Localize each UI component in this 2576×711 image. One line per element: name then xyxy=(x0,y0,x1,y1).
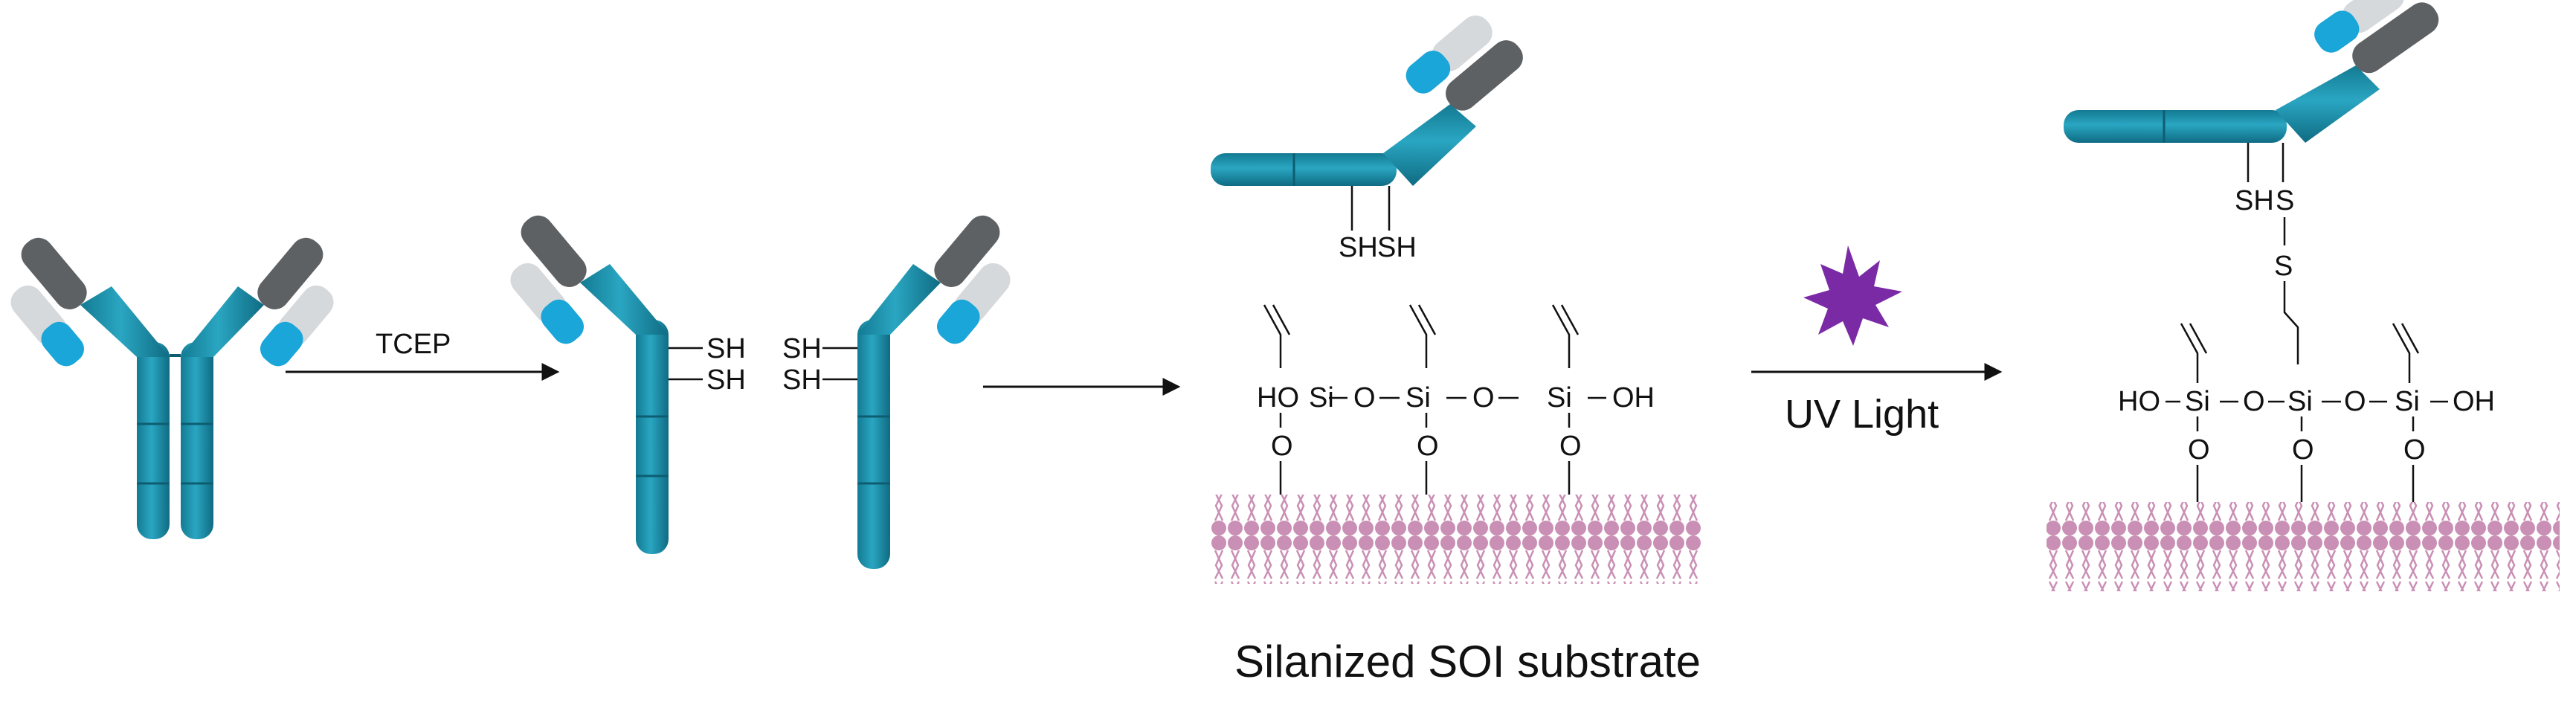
heavy-chain-arm-left xyxy=(80,286,170,357)
sh-label: SH xyxy=(2235,185,2274,216)
sh-label: SH xyxy=(1339,232,1378,263)
o-label: O xyxy=(2243,386,2265,417)
o-label: O xyxy=(1472,382,1495,414)
sh-label: SH xyxy=(1377,232,1417,263)
oh-label: OH xyxy=(1612,382,1655,414)
heavy-chain-stem-right xyxy=(181,342,213,539)
soi-substrate-membrane xyxy=(1211,495,1701,584)
soi-substrate-membrane xyxy=(2047,502,2560,591)
fab-fragment-before: SH SH xyxy=(1211,15,1523,263)
si-label: Si xyxy=(1547,382,1572,414)
half-antibody-left: SH SH xyxy=(510,215,746,554)
fab-fragment-after: SH S S xyxy=(2064,0,2439,364)
uv-light-label: UV Light xyxy=(1785,392,1939,437)
si-label: Si xyxy=(2287,386,2313,417)
o-label: O xyxy=(1559,431,1582,462)
substrate-caption: Silanized SOI substrate xyxy=(1234,637,1701,686)
o-label: O xyxy=(1271,431,1293,462)
o-label: O xyxy=(1417,431,1439,462)
sh-label: SH xyxy=(706,364,746,396)
s-label: S xyxy=(2276,185,2294,216)
uv-star-icon xyxy=(1803,245,1902,346)
heavy-chain-stem-left xyxy=(137,342,170,539)
sh-label: SH xyxy=(782,333,822,364)
light-chain-right xyxy=(257,237,334,367)
o-label: O xyxy=(1353,382,1376,414)
o-label: O xyxy=(2188,434,2210,466)
o-label: O xyxy=(2403,434,2426,466)
oh-label: OH xyxy=(2453,386,2495,417)
ho-label: HO xyxy=(1257,382,1299,414)
tcep-arrow: TCEP xyxy=(286,329,560,381)
intact-antibody xyxy=(10,237,334,539)
uv-step: UV Light xyxy=(1751,245,2003,437)
si-label: Si xyxy=(2185,386,2210,417)
o-label: O xyxy=(2292,434,2314,466)
sh-label: SH xyxy=(706,333,746,364)
tcep-label: TCEP xyxy=(376,329,451,360)
ho-label: HO xyxy=(2118,386,2160,417)
half-antibody-right: SH SH xyxy=(782,215,1011,569)
sh-label: SH xyxy=(782,364,822,396)
silane-layer-after: HO Si O Si O Si OH O O O xyxy=(2118,323,2495,502)
heavy-chain-arm-right xyxy=(181,286,264,357)
light-chain-left xyxy=(10,237,87,367)
si-label: Si xyxy=(2395,386,2420,417)
s-label: S xyxy=(2274,251,2293,282)
o-label: O xyxy=(2344,386,2366,417)
si-label: Si xyxy=(1405,382,1431,414)
silane-layer-before: HO Si O Si O Si OH O O O xyxy=(1257,304,1655,495)
